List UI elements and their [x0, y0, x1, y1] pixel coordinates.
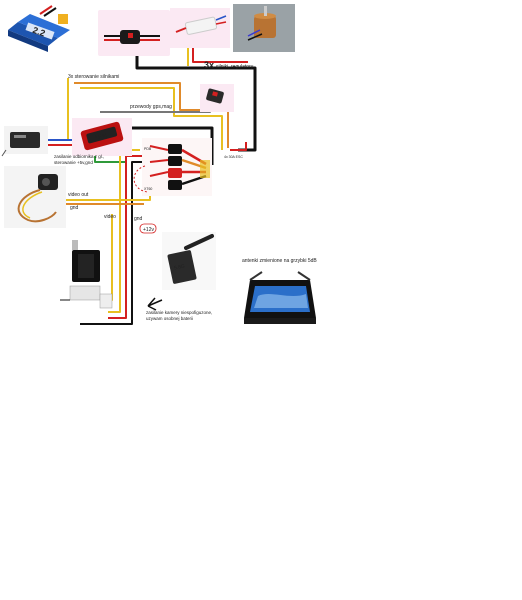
fc-label: APM [94, 133, 108, 142]
camera-power-note: zasilanie kamery niespofiguzone, [146, 310, 212, 315]
v12-label: +12v [143, 227, 154, 233]
motor-icon [233, 4, 295, 52]
servo-control-label: 3x sterowanie silnikami [68, 74, 119, 80]
receiver-power-label-2: sterowanie +5v,gnd [54, 160, 93, 165]
gps-mag-label: przewody gps,mag [130, 104, 172, 110]
pdb-small-label-2: XT60 [144, 187, 152, 191]
pdb-note-label: 4x 30A ESC [224, 155, 243, 159]
vtx-label: 5.8G [174, 263, 186, 271]
video-label: video [104, 214, 116, 220]
gnd-cam-label: gnd [70, 205, 79, 211]
power-module-icon [98, 10, 170, 56]
battery-icon: 2.2 [8, 5, 70, 52]
antenna-icon [184, 234, 214, 250]
video-tx-icon: 5.8G [162, 232, 216, 290]
camera-power-note-2: uzywam osobnej baterii [146, 316, 193, 321]
motors-regulators-label: silniki, regulatory [216, 64, 254, 70]
esc-icon [170, 8, 230, 48]
receiver-icon [1, 126, 48, 157]
arrow-icon [147, 297, 163, 311]
camera-icon [4, 166, 66, 228]
pdb-small-label: PDB [144, 147, 152, 151]
fpv-monitor-icon [244, 271, 316, 324]
receiver-power-label: zasilanie odbiornika z gl., [54, 154, 104, 159]
motors-count-label: 3x [204, 60, 214, 70]
gps-icon [200, 84, 234, 112]
v12-tag: +12v [139, 223, 157, 234]
battery-label: 2.2 [31, 25, 46, 39]
osd-board-bottom [60, 236, 113, 320]
osd-board-icon: PDB XT60 [133, 138, 212, 196]
gnd-vtx-label: gnd [134, 216, 143, 222]
video-out-label: video out [68, 192, 89, 198]
flight-controller-icon: APM [72, 118, 132, 156]
antenna-note-label: antenki zmienione na grzybki 5dB [242, 258, 317, 264]
